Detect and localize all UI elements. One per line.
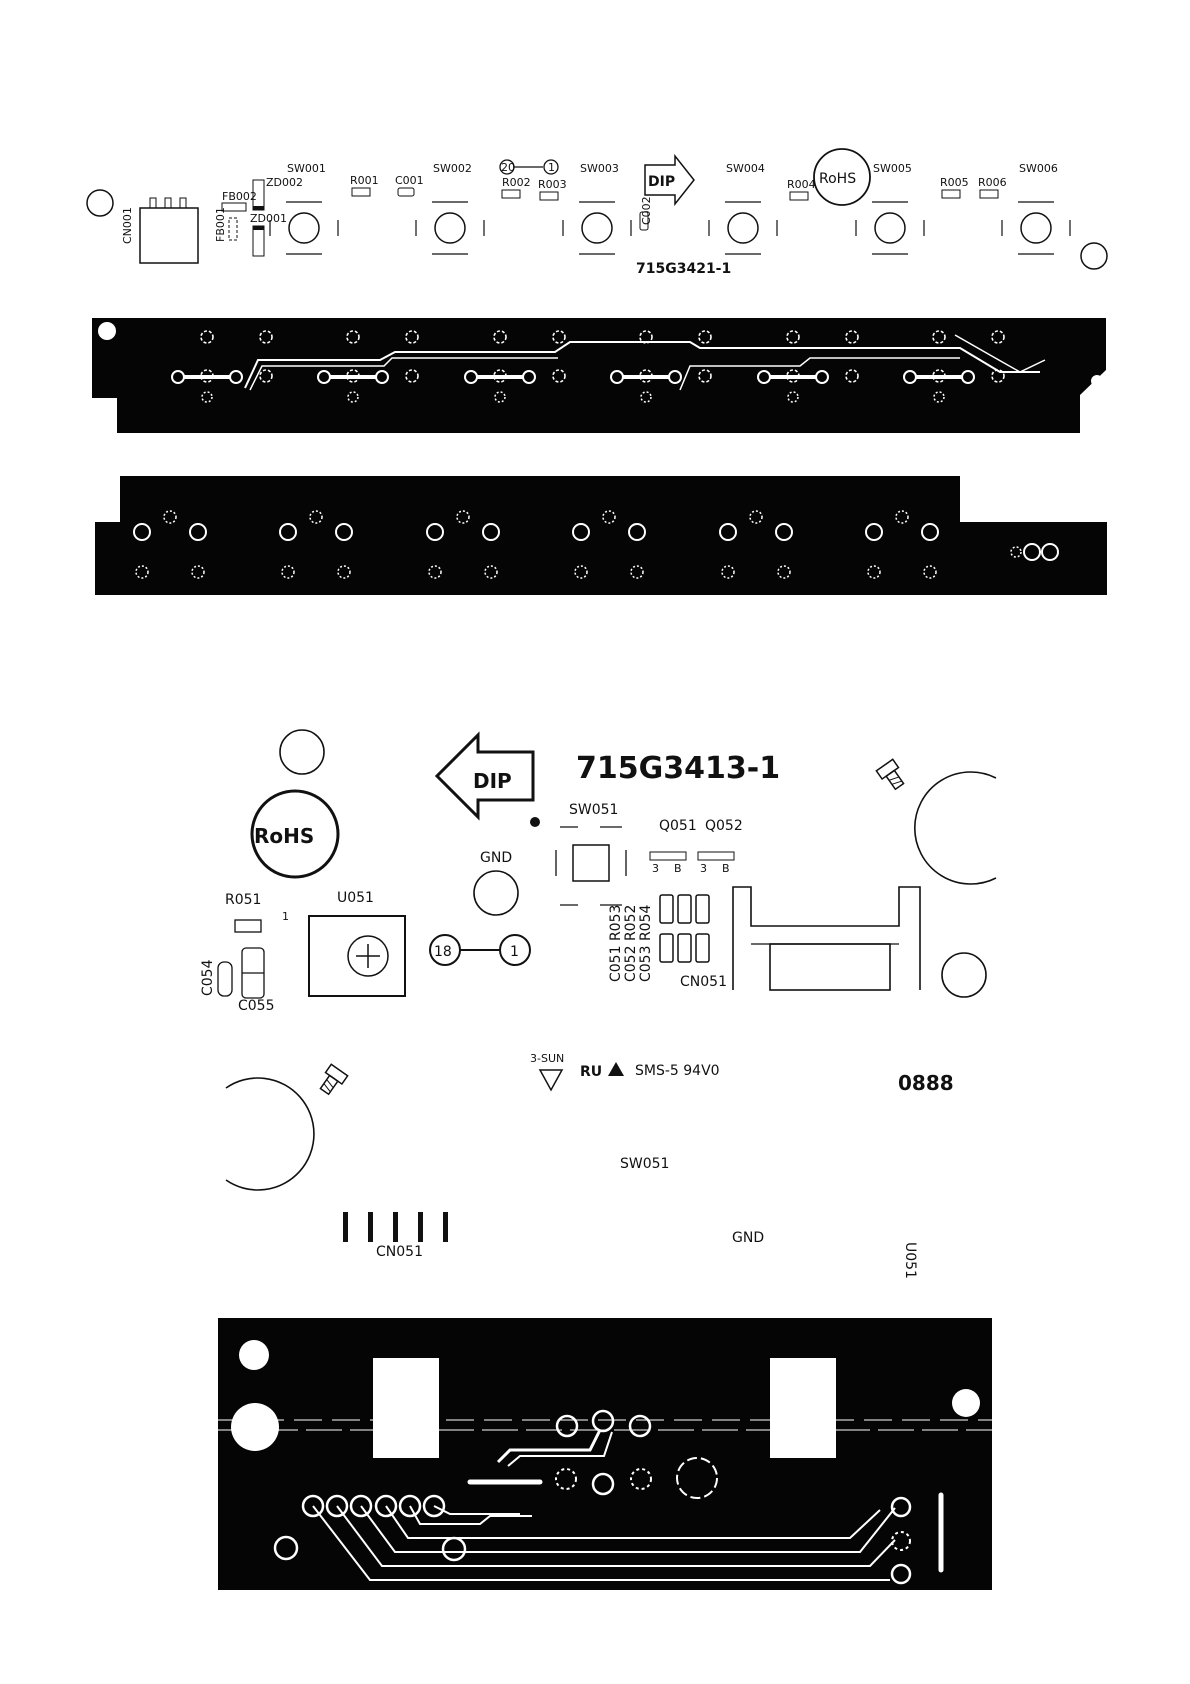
- sw051-label-top: SW051: [569, 802, 618, 818]
- ul-triangle-icon: [608, 1062, 624, 1076]
- svg-text:3: 3: [652, 862, 659, 875]
- svg-text:3: 3: [700, 862, 707, 875]
- r006-label: R006: [978, 176, 1007, 189]
- c002-label: C002: [640, 196, 653, 225]
- board1-silkscreen: CN001 FB002 FB001 ZD002 ZD001 SW001 SW002…: [87, 149, 1107, 277]
- switch-sw006: SW006: [1002, 162, 1070, 254]
- date-code: 0888: [898, 1071, 954, 1095]
- cn051-pins: [343, 1212, 448, 1242]
- switch-label: SW001: [287, 162, 326, 175]
- u051-label-top: U051: [337, 890, 374, 906]
- sw051-label-bottom: SW051: [620, 1156, 669, 1172]
- cap-group-1: C051 R053: [608, 905, 624, 982]
- fb002-label: FB002: [222, 190, 257, 203]
- ul-mark: RU: [580, 1064, 602, 1080]
- dip-label-board2: DIP: [473, 769, 512, 793]
- r004-label: R004: [787, 178, 816, 191]
- gnd-pad: [474, 871, 518, 915]
- board2-part-number: 715G3413-1: [576, 751, 780, 786]
- board1-copper-layer: [92, 318, 1106, 433]
- svg-text:B: B: [674, 862, 682, 875]
- svg-text:1: 1: [510, 944, 519, 960]
- cap-group-3: C053 R054: [638, 905, 654, 982]
- r003-label: R003: [538, 178, 567, 191]
- switch-label: SW005: [873, 162, 912, 175]
- svg-text:RoHS: RoHS: [254, 824, 314, 848]
- svg-text:1: 1: [282, 910, 289, 923]
- board1-part-number: 715G3421-1: [636, 261, 731, 277]
- switch-sw004: SW004: [709, 162, 777, 254]
- r002-label: R002: [502, 176, 531, 189]
- switch-label: SW006: [1019, 162, 1058, 175]
- switch-sw002: SW002: [416, 162, 484, 254]
- screw-icon-top: [876, 759, 907, 792]
- switch-sw003: SW003: [563, 162, 631, 254]
- svg-text:18: 18: [434, 944, 452, 960]
- r005-label: R005: [940, 176, 969, 189]
- sw051-body: [573, 845, 609, 881]
- switch-sw005: SW005: [856, 162, 924, 254]
- r001-label: R001: [350, 174, 379, 187]
- fb001-label: FB001: [214, 207, 227, 242]
- board2-copper-layer: [218, 1318, 992, 1590]
- gnd-label-top: GND: [480, 850, 512, 866]
- mounting-hole-right: [1081, 243, 1107, 269]
- svg-text:B: B: [722, 862, 730, 875]
- board1-copper-bottom: [95, 476, 1107, 595]
- board2-hole-right: [942, 953, 986, 997]
- switch-label: SW003: [580, 162, 619, 175]
- mount-arc-top-right: [915, 772, 996, 884]
- switch-label: SW002: [433, 162, 472, 175]
- cn051-label-bottom: CN051: [376, 1244, 423, 1260]
- svg-text:1: 1: [548, 161, 555, 174]
- q051-label: Q051: [659, 818, 697, 834]
- manufacturer-logo-icon: [540, 1070, 562, 1090]
- q052-label: Q052: [705, 818, 743, 834]
- r051-label: R051: [225, 892, 261, 908]
- cn051-label-top: CN051: [680, 974, 727, 990]
- mounting-hole-left: [87, 190, 113, 216]
- material-label: SMS-5 94V0: [635, 1063, 720, 1079]
- zd002-label: ZD002: [266, 176, 303, 189]
- c055-label: C055: [238, 998, 275, 1014]
- zd001-label: ZD001: [250, 212, 287, 225]
- manufacturer-mark: 3-SUN: [530, 1052, 564, 1065]
- switch-label: SW004: [726, 162, 765, 175]
- cap-group-2: C052 R052: [623, 905, 639, 982]
- c054-label: C054: [200, 959, 216, 996]
- svg-text:RoHS: RoHS: [819, 171, 856, 187]
- screw-icon-bottom: [316, 1064, 347, 1097]
- board2-silkscreen: RoHS DIP 715G3413-1 SW051 Q051 Q052 3 B …: [200, 730, 996, 1279]
- c001-label: C001: [395, 174, 424, 187]
- gnd-label-bottom: GND: [732, 1230, 764, 1246]
- cn001-outline: [140, 208, 198, 263]
- cn001-label: CN001: [121, 207, 134, 244]
- cn051-outline: [733, 887, 920, 990]
- u051-label-bottom: U051: [902, 1242, 918, 1279]
- mount-arc-bottom-left: [226, 1078, 314, 1190]
- dip-label-board1: DIP: [648, 174, 675, 190]
- board2-hole-top-left: [280, 730, 324, 774]
- svg-text:20: 20: [501, 161, 515, 174]
